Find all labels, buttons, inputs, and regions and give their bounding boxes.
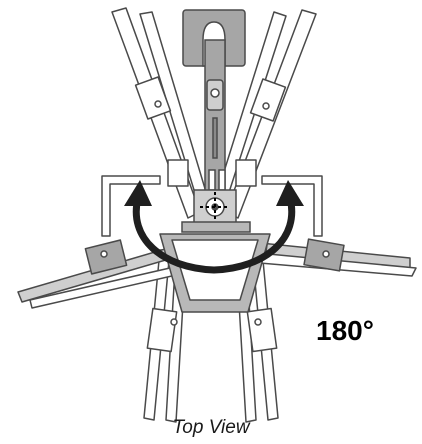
- rotation-arrow-icon: [124, 180, 304, 274]
- left-arm-ghost: [101, 7, 213, 237]
- center-arm: [182, 9, 246, 201]
- right-arm-ghost: [211, 9, 323, 237]
- view-caption: Top View: [172, 417, 250, 438]
- mount-pivot-icon: [181, 189, 251, 233]
- rotation-angle-label: 180°: [316, 315, 374, 346]
